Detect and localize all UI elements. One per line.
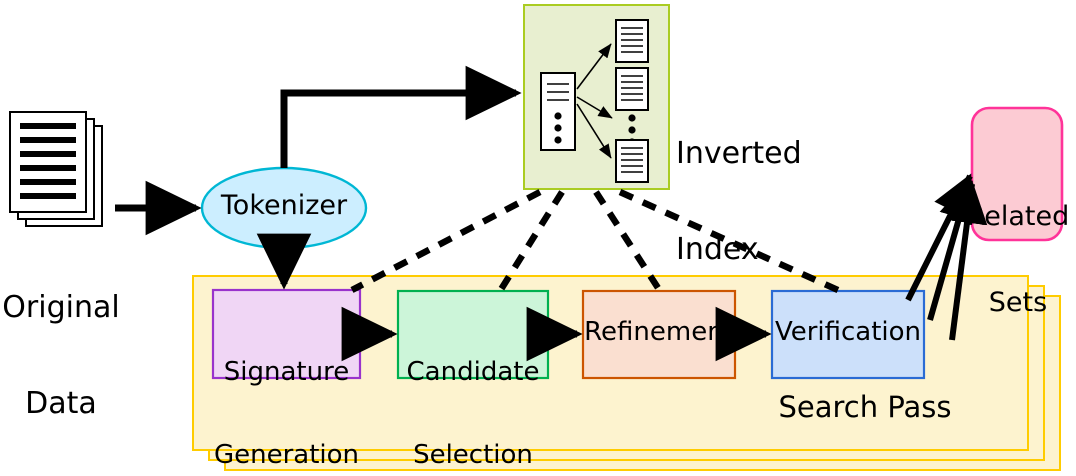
document-stack-icon xyxy=(9,111,103,227)
refinement-node xyxy=(581,289,737,380)
verification-node xyxy=(770,289,926,380)
edges-to-related-sets xyxy=(905,173,988,341)
edge-tokenizer-to-index xyxy=(280,65,522,168)
related-sets-node xyxy=(970,106,1064,242)
inverted-index-icon xyxy=(540,19,649,183)
tokenizer-node xyxy=(200,166,368,250)
candidate-selection-node xyxy=(396,289,550,380)
dashed-edges-index-to-stages xyxy=(350,189,842,294)
signature-generation-node xyxy=(211,288,362,380)
